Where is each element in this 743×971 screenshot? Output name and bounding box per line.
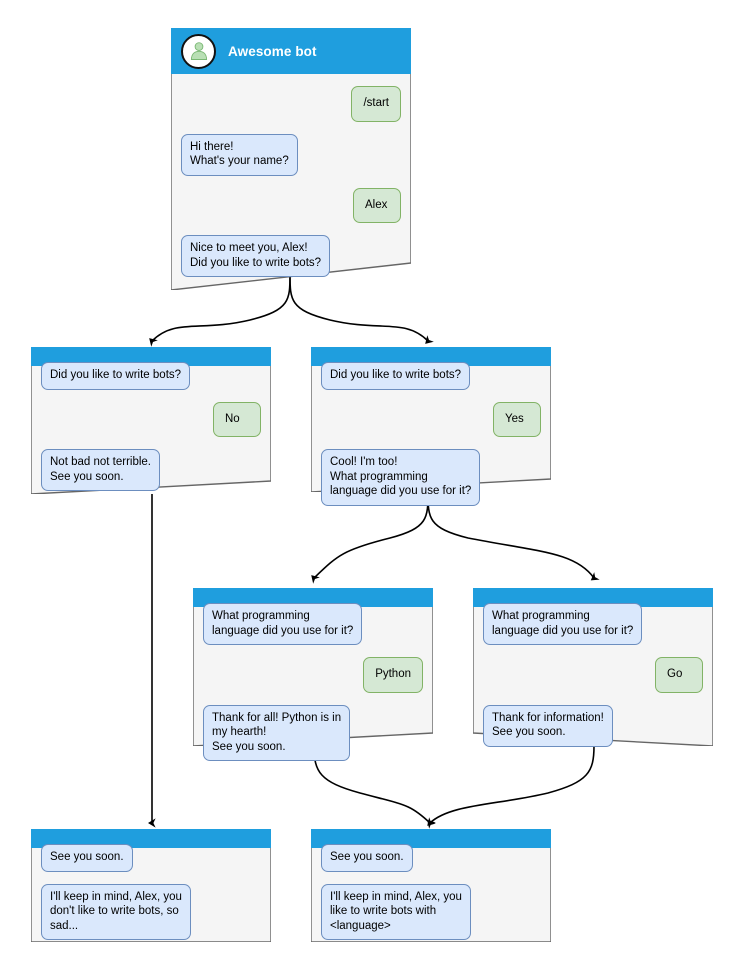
- message-row: Thank for all! Python is in my hearth! S…: [203, 704, 423, 761]
- message-list-language-go: What programming language did you use fo…: [473, 603, 713, 753]
- message-row: See you soon.: [321, 844, 541, 872]
- message-list-start: /start Hi there! What's your name? Alex …: [171, 74, 411, 283]
- user-message-bubble: /start: [351, 86, 401, 122]
- window-titlebar-answer-yes: [311, 347, 551, 366]
- avatar: [181, 33, 216, 69]
- chat-window-end-happy[interactable]: See you soon. I'll keep in mind, Alex, y…: [311, 829, 551, 942]
- message-row: Go: [483, 657, 703, 693]
- bot-message-bubble: Hi there! What's your name?: [181, 133, 298, 176]
- chat-window-answer-no[interactable]: Did you like to write bots? No Not bad n…: [31, 347, 271, 494]
- message-list-end-sad: See you soon. I'll keep in mind, Alex, y…: [31, 844, 271, 946]
- bot-message-bubble: Not bad not terrible. See you soon.: [41, 449, 161, 491]
- message-row: Not bad not terrible. See you soon.: [41, 449, 261, 491]
- message-row: Cool! I'm too! What programming language…: [321, 449, 541, 506]
- window-content-start: Awesome bot /start Hi there! What's your…: [171, 28, 411, 283]
- bot-message-bubble: See you soon.: [321, 844, 413, 872]
- message-row: Alex: [181, 187, 401, 223]
- bot-message-bubble: Cool! I'm too! What programming language…: [321, 449, 481, 506]
- message-row: Thank for information! See you soon.: [483, 704, 703, 747]
- window-titlebar-end-happy: [311, 829, 551, 848]
- window-titlebar-end-sad: [31, 829, 271, 848]
- user-message-bubble: Go: [655, 657, 703, 693]
- person-icon: [190, 42, 207, 60]
- message-list-language-python: What programming language did you use fo…: [193, 603, 433, 767]
- bot-message-bubble: I'll keep in mind, Alex, you don't like …: [41, 883, 191, 940]
- user-message-bubble: Python: [363, 657, 423, 693]
- message-row: Python: [203, 657, 423, 693]
- message-list-answer-no: Did you like to write bots? No Not bad n…: [31, 362, 271, 497]
- user-message-bubble: Alex: [353, 187, 401, 223]
- chat-window-end-sad[interactable]: See you soon. I'll keep in mind, Alex, y…: [31, 829, 271, 942]
- window-titlebar-answer-no: [31, 347, 271, 366]
- chat-window-start[interactable]: Awesome bot /start Hi there! What's your…: [171, 28, 411, 290]
- user-message-bubble: Yes: [493, 401, 541, 437]
- chat-window-language-go[interactable]: What programming language did you use fo…: [473, 588, 713, 747]
- window-content-answer-no: Did you like to write bots? No Not bad n…: [31, 347, 271, 497]
- bot-message-bubble: I'll keep in mind, Alex, you like to wri…: [321, 883, 471, 940]
- message-list-answer-yes: Did you like to write bots? Yes Cool! I'…: [311, 362, 551, 512]
- window-titlebar-start: Awesome bot: [171, 28, 411, 74]
- window-title-start: Awesome bot: [228, 43, 317, 59]
- edge-go-to-end-happy: [427, 745, 595, 829]
- bot-message-bubble: What programming language did you use fo…: [483, 603, 643, 645]
- message-row: Nice to meet you, Alex! Did you like to …: [181, 235, 401, 277]
- window-content-answer-yes: Did you like to write bots? Yes Cool! I'…: [311, 347, 551, 512]
- message-row: I'll keep in mind, Alex, you don't like …: [41, 883, 261, 940]
- message-list-end-happy: See you soon. I'll keep in mind, Alex, y…: [311, 844, 551, 946]
- bot-message-bubble: Did you like to write bots?: [321, 362, 471, 390]
- message-row: No: [41, 401, 261, 437]
- bot-message-bubble: Thank for all! Python is in my hearth! S…: [203, 704, 351, 761]
- bot-message-bubble: See you soon.: [41, 844, 133, 872]
- message-row: What programming language did you use fo…: [483, 603, 703, 645]
- message-row: Hi there! What's your name?: [181, 133, 401, 176]
- window-content-end-sad: See you soon. I'll keep in mind, Alex, y…: [31, 829, 271, 946]
- message-row: Did you like to write bots?: [321, 362, 541, 390]
- bot-message-bubble: What programming language did you use fo…: [203, 603, 363, 645]
- user-message-bubble: No: [213, 401, 261, 437]
- message-row: See you soon.: [41, 844, 261, 872]
- message-row: Did you like to write bots?: [41, 362, 261, 390]
- window-content-language-go: What programming language did you use fo…: [473, 588, 713, 753]
- window-content-language-python: What programming language did you use fo…: [193, 588, 433, 767]
- message-row: What programming language did you use fo…: [203, 603, 423, 645]
- chat-window-answer-yes[interactable]: Did you like to write bots? Yes Cool! I'…: [311, 347, 551, 506]
- chat-window-language-python[interactable]: What programming language did you use fo…: [193, 588, 433, 761]
- message-row: /start: [181, 86, 401, 122]
- bot-message-bubble: Nice to meet you, Alex! Did you like to …: [181, 235, 331, 277]
- bot-message-bubble: Did you like to write bots?: [41, 362, 191, 390]
- window-content-end-happy: See you soon. I'll keep in mind, Alex, y…: [311, 829, 551, 946]
- bot-message-bubble: Thank for information! See you soon.: [483, 704, 613, 747]
- message-row: I'll keep in mind, Alex, you like to wri…: [321, 883, 541, 940]
- window-titlebar-language-go: [473, 588, 713, 607]
- message-row: Yes: [321, 401, 541, 437]
- window-titlebar-language-python: [193, 588, 433, 607]
